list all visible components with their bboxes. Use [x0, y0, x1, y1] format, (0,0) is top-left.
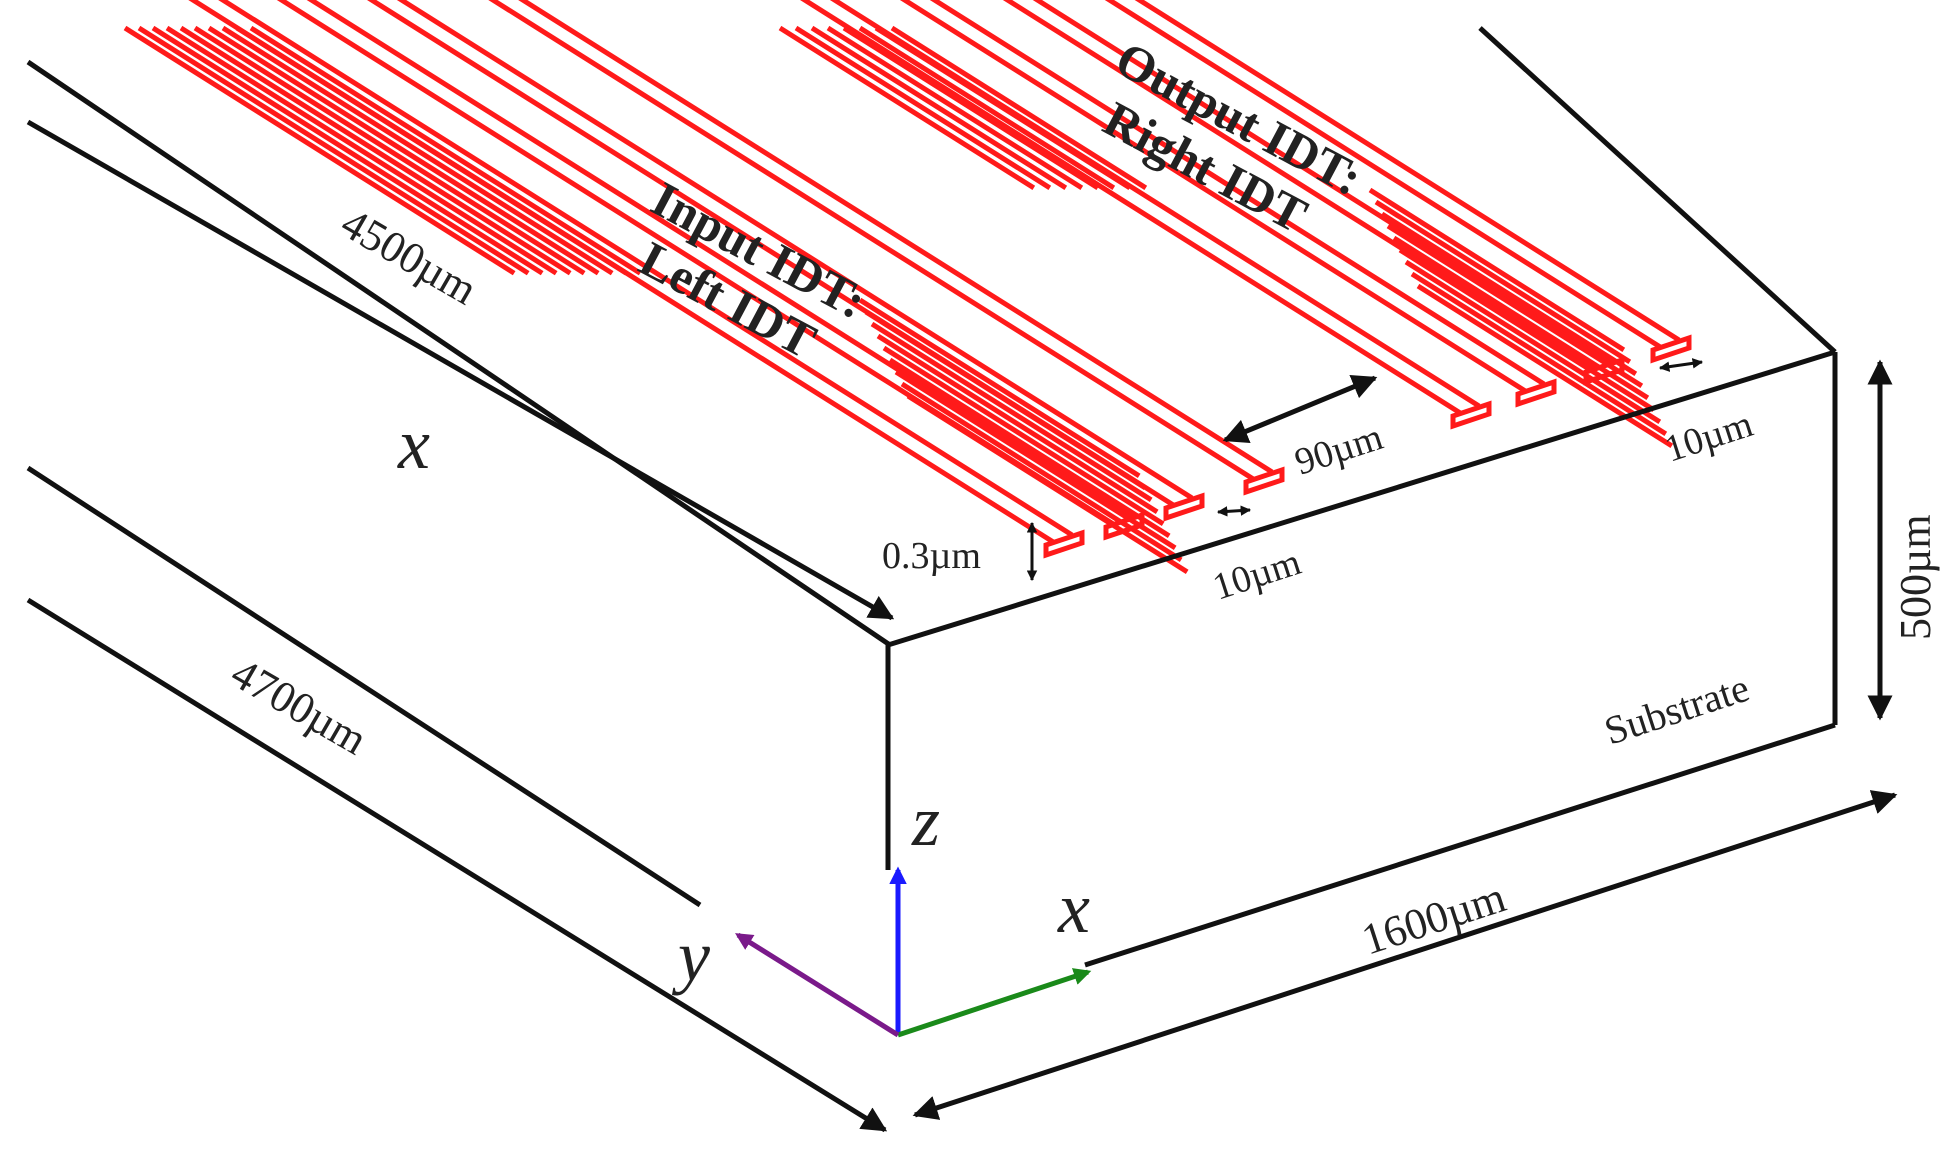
right-idt-finger [778, 25, 1036, 191]
right-idt-finger [874, 25, 1132, 191]
right-idt-electrode-end [1515, 378, 1557, 408]
substrate-left-top-edge [26, 59, 892, 648]
electrode-pitch-left-label: 10µm [1208, 541, 1306, 609]
right-idt-electrode [899, 0, 1532, 397]
left-idt-electrode [518, 0, 1274, 475]
right-idt-electrode [929, 0, 1546, 387]
axis-y-label: y [671, 916, 710, 996]
left-idt-finger [870, 321, 1153, 503]
left-idt-finger [906, 393, 1189, 575]
axis-z-label: z [911, 781, 940, 861]
right-idt-finger [826, 25, 1084, 191]
thickness-label: 500µm [1891, 514, 1940, 640]
left-idt-finger [221, 25, 614, 276]
right-idt-finger [810, 25, 1068, 191]
x-axis-arrow [897, 968, 1092, 1038]
right-idt-electrode [1104, 0, 1667, 353]
dim-4700-upper-line [26, 465, 702, 908]
right-idt-finger [1380, 211, 1638, 377]
left-idt-electrode [396, 0, 1194, 501]
left-idt-electrode-end [1163, 492, 1205, 522]
left-idt-electrode [306, 0, 1134, 520]
left-idt-finger [888, 357, 1171, 539]
dimension-lines [26, 119, 1898, 1133]
right-idt-finger [858, 25, 1116, 191]
left-idt-finger [876, 333, 1159, 515]
left-idt-finger [858, 297, 1141, 479]
left-idt-electrode-end [1243, 466, 1285, 496]
left-idt-finger [151, 25, 544, 276]
right-idt-finger [842, 25, 1100, 191]
left-idt-finger [235, 25, 628, 276]
left-idt-finger [894, 369, 1177, 551]
width-label: 1600µm [1356, 872, 1511, 964]
right-idt-finger [794, 25, 1052, 191]
left-idt-finger [882, 345, 1165, 527]
left-idt-finger [123, 25, 516, 276]
dim-10-left-line [1216, 505, 1252, 517]
electrode-pitch-right-label: 10µm [1660, 403, 1758, 471]
substrate-outline [26, 26, 1838, 968]
right-idt-finger [890, 25, 1148, 191]
right-idt-finger [1404, 259, 1662, 425]
right-idt-finger [1398, 247, 1656, 413]
left-idt-electrode [488, 0, 1260, 485]
left-idt-finger [864, 309, 1147, 491]
left-idt-finger [207, 25, 600, 276]
left-idt-electrode-end [1043, 529, 1085, 559]
left-idt-finger [249, 25, 642, 276]
dim-1600-line [912, 790, 1898, 1120]
right-idt-finger [1374, 199, 1632, 365]
dim-90-line [1222, 375, 1378, 443]
axis-x-label: x [1057, 868, 1090, 948]
dim-4500-line [26, 119, 895, 621]
idt-electrodes [123, 0, 1692, 575]
right-idt-electrode-end [1450, 400, 1492, 430]
electrode-height-label: 0.3µm [882, 535, 981, 577]
substrate-label: Substrate [1599, 665, 1754, 754]
dim-4700-line [26, 597, 888, 1133]
right-idt-finger [1410, 271, 1668, 437]
right-idt-finger [1392, 235, 1650, 401]
right-idt-electrode-end [1650, 334, 1692, 364]
y-axis-arrow [735, 932, 900, 1038]
substrate-back-edge [1478, 26, 1837, 354]
coordinate-axes [735, 866, 1092, 1038]
length-bottom-label: 4700µm [223, 648, 375, 764]
substrate-front-top-edge [887, 349, 1836, 648]
left-idt-finger [193, 25, 586, 276]
right-idt-finger [1416, 283, 1674, 449]
left-idt-finger [179, 25, 572, 276]
left-idt-finger [900, 381, 1183, 563]
right-idt-finger [1386, 223, 1644, 389]
left-idt-finger [165, 25, 558, 276]
axis-x-top-label: x [397, 404, 430, 484]
left-idt-finger [137, 25, 530, 276]
right-idt-finger [1368, 187, 1626, 353]
right-idt-electrode [1032, 0, 1614, 365]
idt-gap-label: 90µm [1290, 416, 1388, 484]
left-idt-electrode [218, 0, 1074, 538]
right-idt-electrode [1134, 0, 1681, 343]
dim-10-right-line [1658, 358, 1704, 372]
right-idt-electrode [800, 0, 1467, 419]
